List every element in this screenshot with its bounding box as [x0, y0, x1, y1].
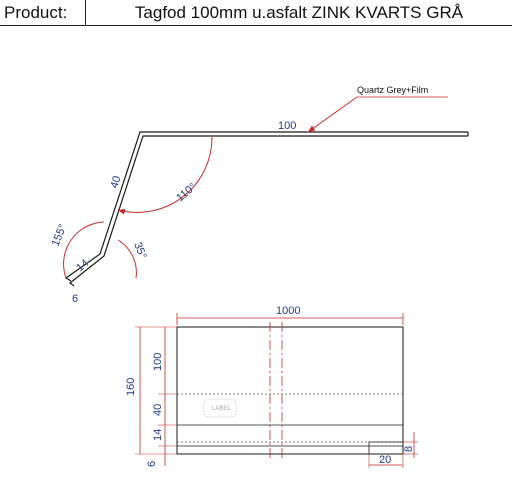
elevation-drawing: 1000 LABEL 160 100 40: [125, 305, 418, 468]
label-stamp-text: LABEL: [212, 406, 231, 412]
panel-outline: [176, 326, 404, 455]
profile-outline-inner: [69, 135, 468, 287]
dim-total-height: 160: [125, 378, 137, 396]
coating-note: Quartz Grey+Film: [357, 85, 428, 95]
angle-arc-110: [117, 136, 213, 215]
dim-height-100: 100: [152, 353, 164, 371]
dim-width: 1000: [276, 305, 300, 317]
dim-height-14: 14: [152, 429, 164, 441]
label-stamp: [203, 398, 237, 418]
dim-slope-length: 40: [108, 175, 123, 190]
angle-arc-155: [63, 221, 105, 279]
product-title: Tagfod 100mm u.asfalt ZINK KVARTS GRÅ: [86, 0, 512, 26]
dim-tail-length: 6: [72, 293, 78, 305]
dim-height-40: 40: [152, 404, 164, 416]
product-label: Product:: [0, 0, 86, 26]
dim-height-6: 6: [146, 461, 158, 467]
dim-notch-width: 20: [379, 454, 391, 466]
angle-arc-35: [117, 239, 137, 279]
notch: [368, 441, 403, 454]
profile-outline: [64, 131, 468, 282]
dim-notch-height: 8: [403, 446, 415, 452]
dim-hem-length: 14: [74, 257, 91, 274]
dim-top-length: 100: [278, 120, 296, 132]
header: Product: Tagfod 100mm u.asfalt ZINK KVAR…: [0, 0, 512, 28]
angle-label-35: 35°: [131, 241, 148, 261]
note-leader: [307, 96, 358, 133]
profile-drawing: Quartz Grey+Film 100 40 110° 155° 35° 14…: [50, 85, 469, 305]
angle-label-155: 155°: [50, 223, 70, 249]
